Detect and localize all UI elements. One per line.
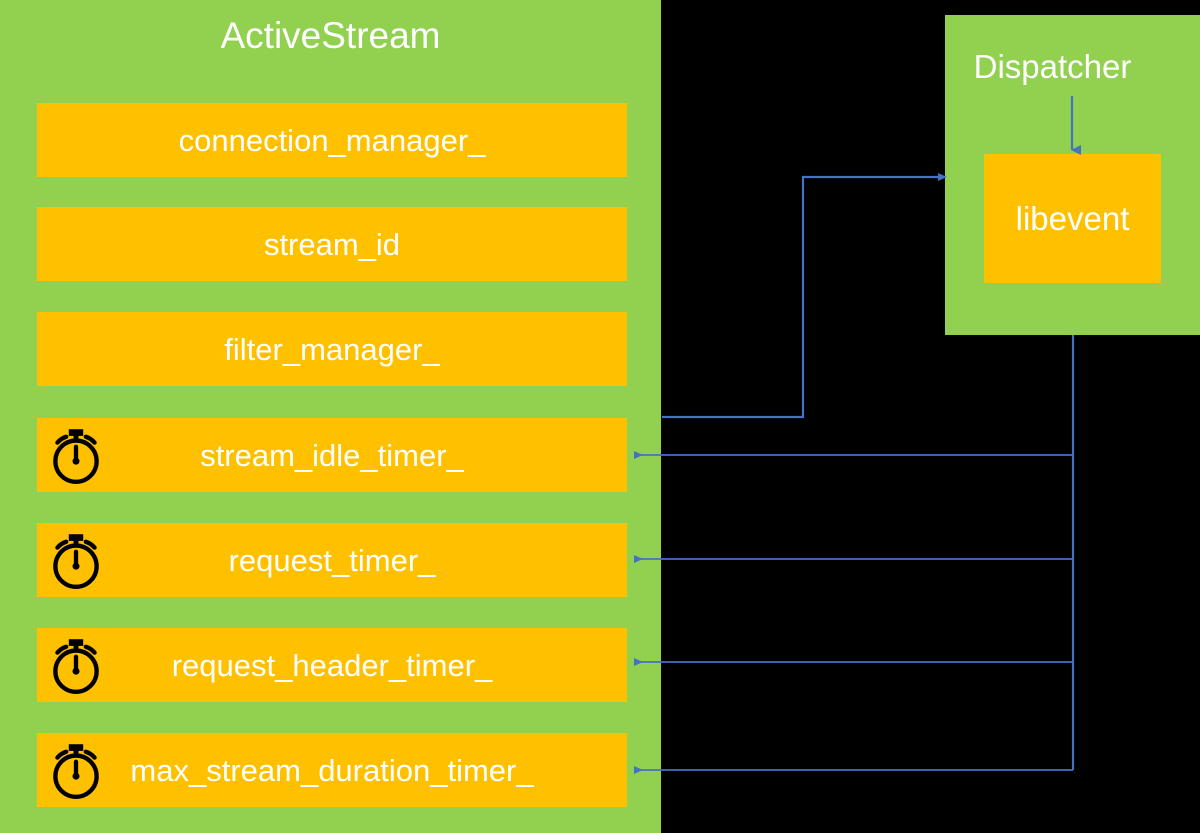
libevent-label: libevent <box>1015 200 1130 237</box>
field-box-max-stream-duration-timer[interactable]: max_stream_duration_timer_ <box>37 733 627 807</box>
field-label: max_stream_duration_timer_ <box>130 752 534 788</box>
field-box-filter-manager[interactable]: filter_manager_ <box>37 312 627 386</box>
stopwatch-icon <box>43 632 109 698</box>
dispatcher-title: Dispatcher <box>973 48 1132 85</box>
field-box-stream-idle-timer[interactable]: stream_idle_timer_ <box>37 418 627 492</box>
field-label: request_timer_ <box>228 542 436 578</box>
field-label: filter_manager_ <box>224 331 440 367</box>
field-box-request-header-timer[interactable]: request_header_timer_ <box>37 628 627 702</box>
active-stream-to-dispatcher-arrow <box>662 173 947 419</box>
stopwatch-icon <box>43 527 109 593</box>
active-stream-title: ActiveStream <box>220 15 441 56</box>
field-box-request-timer[interactable]: request_timer_ <box>37 523 627 597</box>
field-label: request_header_timer_ <box>171 647 493 683</box>
field-label: stream_idle_timer_ <box>200 437 464 473</box>
field-label: connection_manager_ <box>178 122 486 158</box>
field-box-connection-manager[interactable]: connection_manager_ <box>37 103 627 177</box>
stopwatch-icon <box>43 422 109 488</box>
libevent-box[interactable]: libevent <box>984 154 1161 283</box>
stopwatch-icon <box>43 737 109 803</box>
field-box-stream-id[interactable]: stream_id <box>37 207 627 281</box>
field-label: stream_id <box>263 226 401 262</box>
